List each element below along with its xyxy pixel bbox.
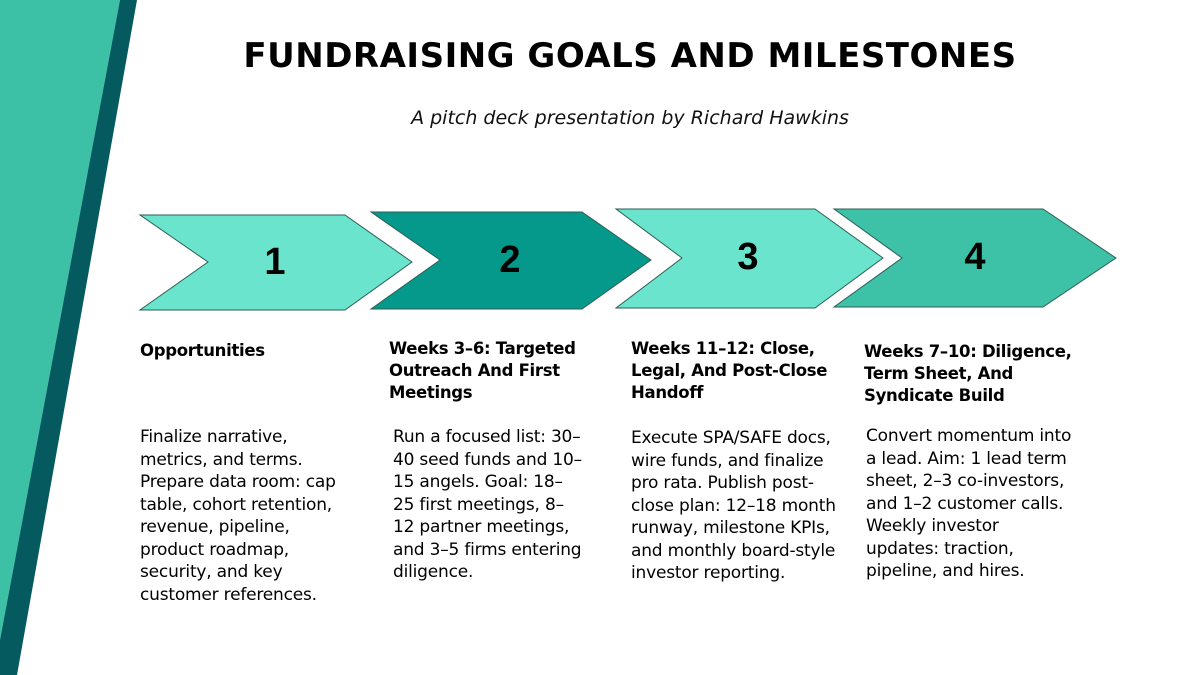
step-3-heading: Weeks 11–12: Close, Legal, And Post-Clos…: [631, 339, 828, 402]
step-2-heading: Weeks 3–6: Targeted Outreach And First M…: [389, 339, 576, 402]
step-1-description: Finalize narrative, metrics, and terms. …: [140, 427, 336, 605]
step-3-description: Execute SPA/SAFE docs, wire funds, and f…: [631, 428, 836, 583]
step-4-heading: Weeks 7–10: Diligence, Term Sheet, And S…: [864, 342, 1072, 405]
step-4-description: Convert momentum into a lead. Aim: 1 lea…: [866, 426, 1072, 581]
decorative-side-band: [0, 0, 137, 675]
step-1-heading: Opportunities: [140, 341, 265, 360]
chevron-step-1: [138, 214, 413, 311]
slide-title: FUNDRAISING GOALS AND MILESTONES: [243, 36, 1017, 76]
step-3-number: 3: [737, 236, 759, 278]
chevron-step-4: [832, 208, 1117, 308]
chevron-step-3: [614, 208, 884, 309]
step-2-number: 2: [499, 239, 521, 281]
step-2-description: Run a focused list: 30–40 seed funds and…: [393, 427, 582, 582]
step-1-number: 1: [264, 241, 286, 283]
step-4-number: 4: [964, 236, 986, 278]
slide-subtitle: A pitch deck presentation by Richard Haw…: [411, 107, 849, 129]
chevron-step-2: [369, 211, 652, 310]
